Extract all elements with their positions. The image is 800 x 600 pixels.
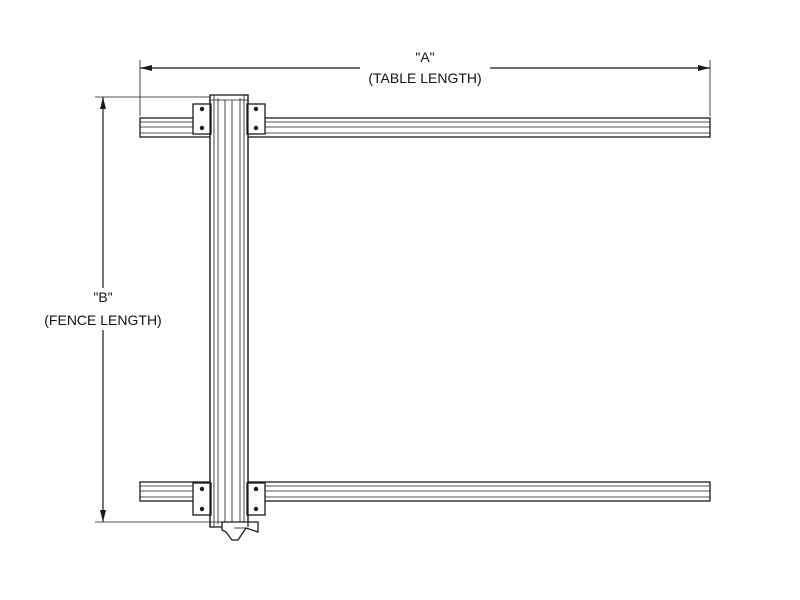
dimension-b-label: "B" [93,289,112,305]
fence-end-cap [221,521,259,541]
dimension-b-arrow-bottom [100,510,106,522]
dimension-a-label: "A" [415,49,434,65]
bracket-bottom-right [246,482,266,516]
dimension-a-arrow-left [140,65,152,71]
dimension-b: "B" (FENCE LENGTH) [38,96,210,523]
bracket-bottom-left [192,482,212,516]
dimension-a: "A" (TABLE LENGTH) [139,49,711,116]
dimension-a-arrow-right [698,65,710,71]
dimension-b-arrow-top [100,97,106,109]
fence [209,94,249,528]
dimension-b-caption: (FENCE LENGTH) [44,312,161,328]
dimension-a-caption: (TABLE LENGTH) [368,70,481,86]
bracket-top-left [192,103,212,135]
bracket-top-right [246,103,266,135]
